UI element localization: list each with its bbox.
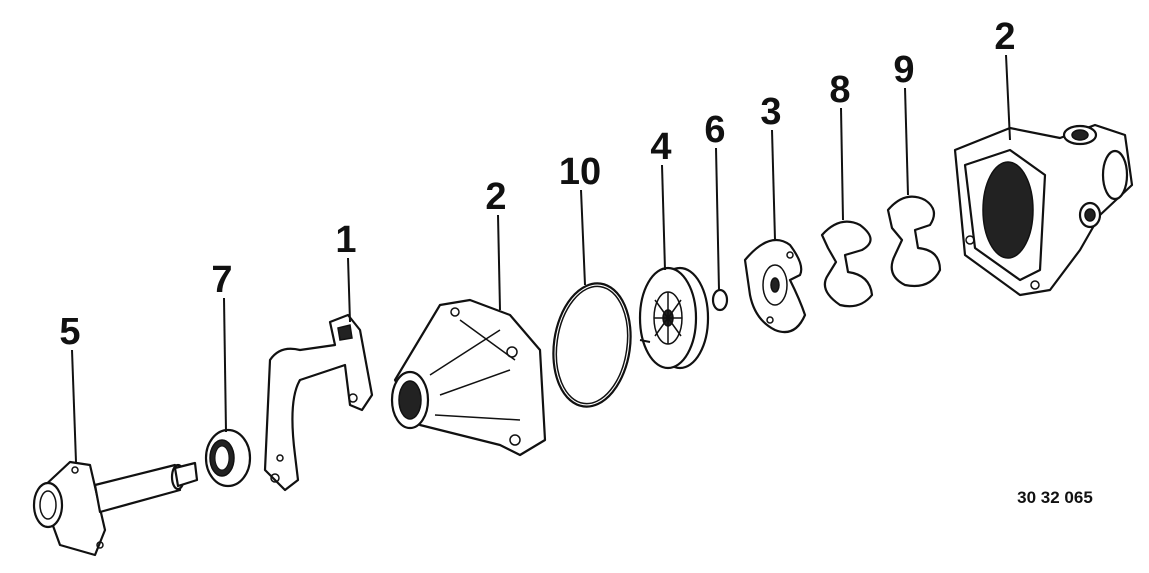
callout-7: 7: [211, 259, 232, 301]
callout-labels: 5 7 1 2 10 4 6 3 8 9 2: [59, 16, 1015, 353]
callout-10: 10: [559, 151, 601, 193]
part-4-rotor: [638, 266, 710, 370]
callout-5: 5: [59, 311, 80, 353]
callout-6: 6: [704, 109, 725, 151]
part-1-bracket: [263, 313, 374, 492]
part-5-shaft-flange: [32, 460, 199, 557]
part-6-small-ring: [711, 288, 729, 312]
callout-2-housing: 2: [994, 16, 1015, 58]
part-7-seal: [204, 428, 252, 488]
part-9-gasket: [886, 195, 942, 288]
reference-number: 30 32 065: [1017, 488, 1093, 507]
callout-2-cover: 2: [485, 176, 506, 218]
callout-4: 4: [650, 126, 671, 168]
part-2-pump-housing: [953, 123, 1134, 297]
callout-9: 9: [893, 49, 914, 91]
part-2-pump-cover: [390, 298, 547, 457]
leader-lines: [71, 54, 1011, 463]
callout-1: 1: [335, 219, 356, 261]
part-8-cam-ring: [820, 220, 874, 308]
part-10-o-ring: [552, 282, 632, 408]
callout-3: 3: [760, 91, 781, 133]
callout-8: 8: [829, 69, 850, 111]
part-3-plate: [743, 238, 807, 334]
